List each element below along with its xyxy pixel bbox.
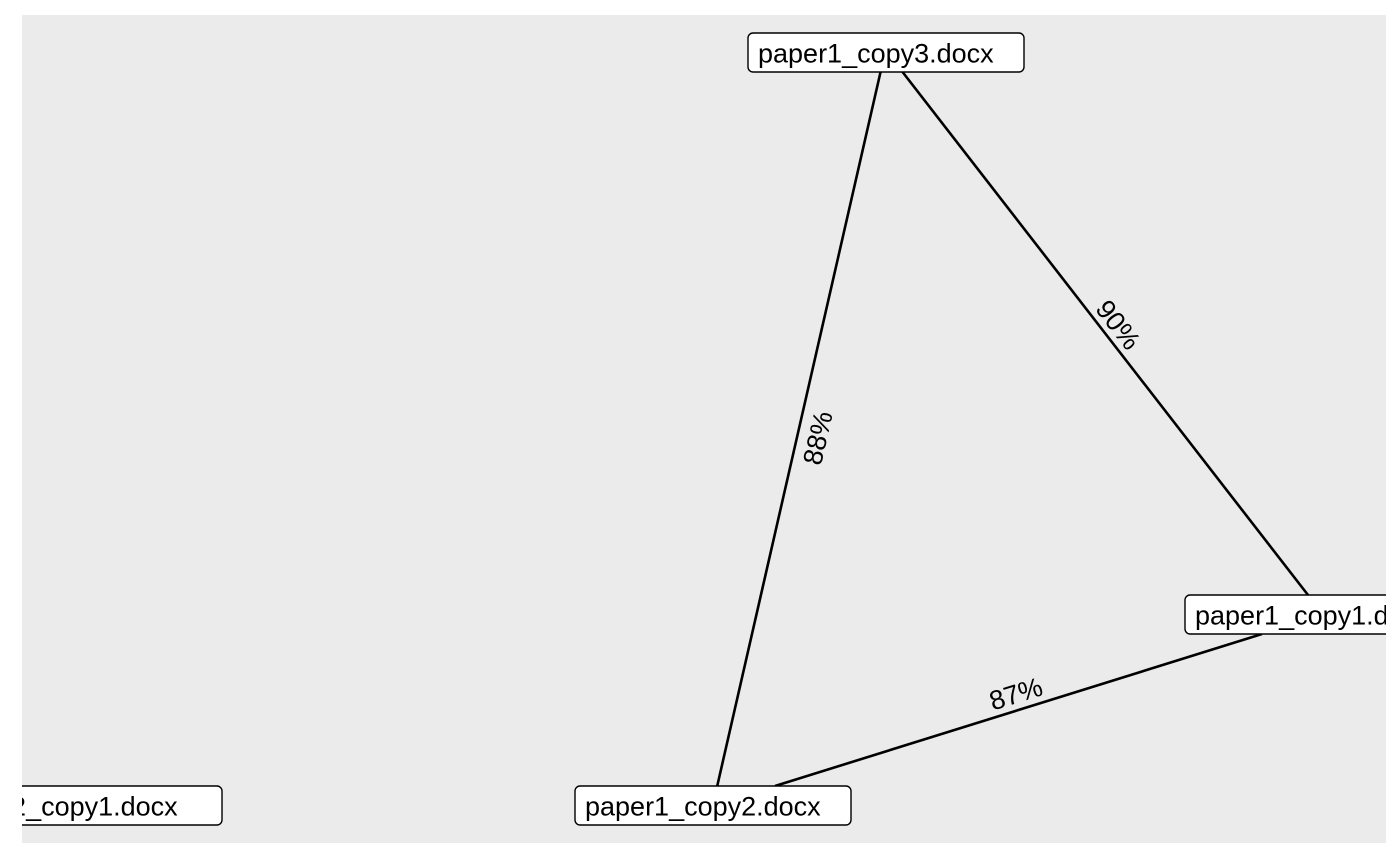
node-n-copy3[interactable]: paper1_copy3.docx — [747, 32, 1025, 73]
edge-line — [899, 69, 1310, 596]
panel-background — [22, 15, 1386, 843]
node-label-box — [574, 785, 852, 826]
node-label-text: paper1_copy3.docx — [758, 39, 994, 69]
node-label-text: paper1_copy2.docx — [585, 792, 821, 822]
node-n-copy2[interactable]: paper1_copy2.docx — [574, 785, 852, 826]
node-label-text: paper1_copy1.docx — [1195, 601, 1400, 631]
node-n-p2copy1[interactable]: paper2_copy1.docx — [0, 785, 223, 826]
edges-layer — [715, 69, 1310, 788]
node-label-text: paper2_copy1.docx — [0, 792, 178, 822]
nodes-layer: paper1_copy3.docx paper1_copy1.docx paper1… — [0, 32, 1400, 826]
node-label-box — [1184, 594, 1386, 635]
edge-line — [715, 69, 883, 788]
node-n-copy1[interactable]: paper1_copy1.docx — [1184, 594, 1400, 635]
edge-line — [774, 632, 1263, 788]
node-label-box — [747, 32, 1025, 73]
node-label-box — [22, 785, 223, 826]
